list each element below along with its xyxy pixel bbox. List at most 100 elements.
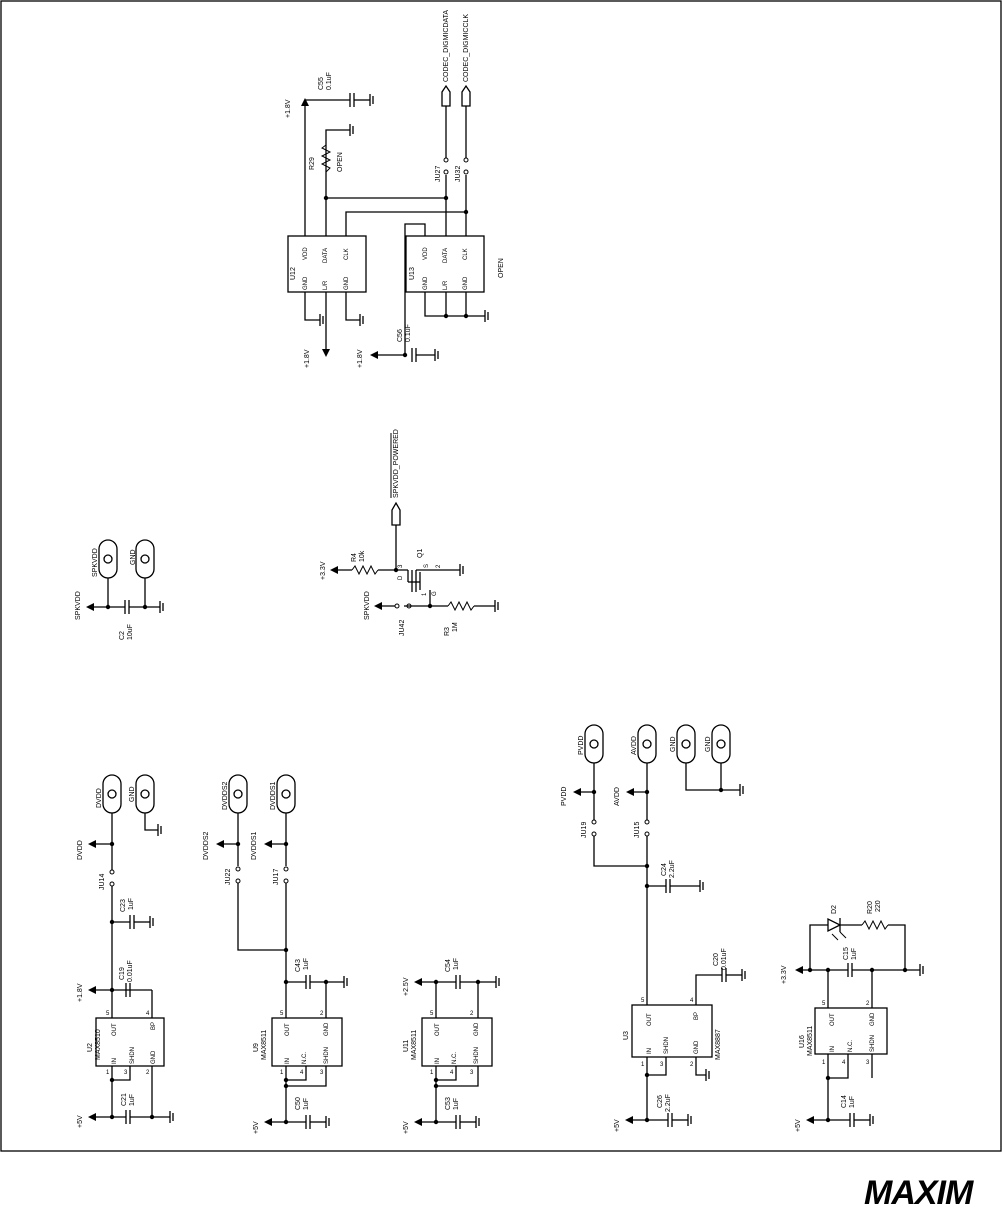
u2-pin-in: IN — [112, 1058, 118, 1064]
c53-ref: C53 — [445, 1097, 452, 1110]
net-dvdds2: DVDDS2 — [203, 831, 210, 860]
q1-pin-1: 1 — [422, 592, 428, 596]
u3-ref: U3 — [623, 1031, 630, 1040]
u2-pin-gnd: GND — [151, 1050, 157, 1064]
u12-pin-vdd: VDD — [303, 247, 309, 260]
u13-body — [405, 235, 485, 293]
c2-ref: C2 — [119, 631, 126, 640]
c50-ref: C50 — [295, 1097, 302, 1110]
r29-val: OPEN — [337, 152, 344, 172]
u2-num-1: 1 — [106, 1070, 110, 1076]
u16-pin-out: OUT — [830, 1013, 836, 1026]
c23-val: 1uF — [128, 898, 135, 910]
r4-ref: R4 — [351, 553, 358, 562]
avdd-terminal-label: AVDD — [631, 736, 638, 755]
schematic: U12 GND VDD L/R DATA GND CLK U13 GND VDD… — [0, 0, 1002, 1152]
r29-ref: R29 — [309, 157, 316, 170]
net-18v-c: +1.8V — [357, 349, 364, 368]
ju32-label: JU32 — [455, 166, 462, 182]
u12-pin-clk: CLK — [344, 248, 350, 260]
gnd-terminal — [135, 539, 155, 579]
net-spkvdd-a: SPKVDD — [75, 591, 82, 620]
u16-num-1: 1 — [822, 1060, 826, 1066]
u16-part: MAX8511 — [807, 1026, 814, 1056]
net-25v-u11: +2.5V — [403, 977, 410, 996]
u3-num-2: 2 — [690, 1062, 694, 1068]
u2-num-4: 4 — [146, 1011, 150, 1017]
net-5v-u3: +5V — [614, 1119, 621, 1132]
c43-ref: C43 — [295, 959, 302, 972]
gnd-terminal-label: GND — [130, 549, 137, 565]
q1-pin-3: 3 — [398, 564, 404, 568]
c15-val: 1uF — [851, 948, 858, 960]
c55-ref: C55 — [318, 77, 325, 90]
q1-ref: Q1 — [417, 549, 424, 558]
u2-part: MAX8510 — [95, 1029, 102, 1060]
net-pvdd: PVDD — [561, 787, 568, 806]
u11-pin-in: IN — [435, 1058, 441, 1064]
schematic-frame: U12 GND VDD L/R DATA GND CLK U13 GND VDD… — [0, 0, 1002, 1152]
u9-pin-gnd: GND — [324, 1022, 330, 1036]
u16-body — [814, 1007, 888, 1055]
u11-pin-gnd: GND — [474, 1022, 480, 1036]
u16-num-5: 5 — [822, 1001, 826, 1007]
u13-ref: U13 — [409, 267, 416, 280]
c53-val: 1uF — [453, 1098, 460, 1110]
dvdds1-terminal-label: DVDDS1 — [270, 781, 277, 810]
net-dvdd: DVDD — [77, 840, 84, 860]
u16-num-3: 3 — [866, 1060, 870, 1066]
u16-pin-shdn: SHDN — [870, 1035, 876, 1052]
maxim-logo-text: MAXIM — [864, 1174, 974, 1212]
u11-pin-out: OUT — [435, 1023, 441, 1036]
c24-ref: C24 — [661, 863, 668, 876]
u9-part: MAX8511 — [261, 1030, 268, 1060]
u13-pin-lr: L/R — [443, 280, 449, 290]
net-18v-b: +1.8V — [304, 349, 311, 368]
u11-part: MAX8511 — [411, 1030, 418, 1060]
d2-ref: D2 — [831, 905, 838, 914]
c26-val: 2.2uF — [665, 1094, 672, 1112]
gnd-terminal-a-label: GND — [670, 736, 677, 752]
c20-val: 0.01uF — [721, 948, 728, 970]
u3-pin-bp: BP — [694, 1012, 700, 1020]
c56-val: 0.1uF — [405, 324, 412, 342]
u9-body — [271, 1017, 343, 1067]
u13-pin-clk: CLK — [463, 248, 469, 260]
net-5v-u9: +5V — [253, 1121, 260, 1134]
c20-ref: C20 — [713, 953, 720, 966]
u11-pin-nc: N.C. — [452, 1052, 458, 1064]
ju15-label: JU15 — [634, 822, 641, 838]
u16-num-2: 2 — [866, 1001, 870, 1007]
c50-val: 1uF — [303, 1098, 310, 1110]
gnd-terminal-b-label: GND — [705, 736, 712, 752]
c21-ref: C21 — [121, 1093, 128, 1106]
net-18v-u2: +1.8V — [77, 983, 84, 1002]
u9-num-4: 4 — [300, 1070, 304, 1076]
u3-pin-gnd: GND — [694, 1040, 700, 1054]
c14-ref: C14 — [841, 1095, 848, 1108]
net-codec-digmicdata: CODEC_DIGMICDATA — [443, 10, 450, 82]
u11-num-5: 5 — [430, 1011, 434, 1017]
ju22-label: JU22 — [225, 869, 232, 885]
u9-ref: U9 — [253, 1043, 260, 1052]
u9-pin-nc: N.C. — [302, 1052, 308, 1064]
net-spkvdd-b: SPKVDD — [364, 591, 371, 620]
spkvdd-terminal — [98, 539, 118, 579]
ju27-label: JU27 — [435, 166, 442, 182]
c55-val: 0.1uF — [326, 72, 333, 90]
c54-val: 1uF — [453, 958, 460, 970]
net-spkvdd-powered: SPKVDD_POWERED — [393, 429, 400, 498]
ju19-label: JU19 — [581, 822, 588, 838]
u12-pin-data: DATA — [323, 248, 329, 263]
c21-val: 1uF — [129, 1094, 136, 1106]
u9-num-5: 5 — [280, 1011, 284, 1017]
u13-pin-data: DATA — [443, 248, 449, 263]
ju42-label: JU42 — [399, 620, 406, 636]
spkvdd-section: SPKVDD GND SPKVDD C2 10uF +3.3V R4 10k S… — [75, 429, 499, 640]
c24-val: 2.2uF — [669, 860, 676, 878]
c19-val: 0.01uF — [127, 960, 134, 982]
u16-num-4: 4 — [842, 1060, 846, 1066]
c54-ref: C54 — [445, 959, 452, 972]
u12-pin-lr: L/R — [323, 280, 329, 290]
u9-pin-shdn: SHDN — [324, 1047, 330, 1064]
